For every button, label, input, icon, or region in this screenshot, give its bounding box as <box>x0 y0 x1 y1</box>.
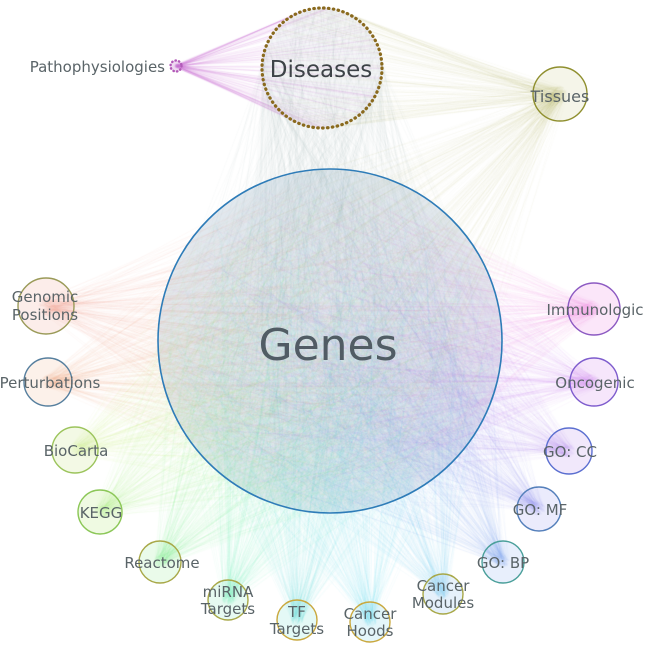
node-tissues <box>532 66 588 122</box>
node-label-pathophysiologies: Pathophysiologies <box>30 58 165 76</box>
node-go_cc <box>545 427 593 475</box>
node-go_bp <box>481 540 525 584</box>
node-genomic_positions <box>17 277 75 335</box>
node-cancer_modules <box>422 573 464 615</box>
node-perturbations <box>23 357 73 407</box>
node-label-go_cc: GO: CC <box>543 443 597 461</box>
node-go_mf <box>516 486 562 532</box>
node-reactome <box>138 540 182 584</box>
node-cancer_hoods <box>349 601 391 643</box>
node-kegg <box>77 489 123 535</box>
node-immunologic <box>567 282 621 336</box>
node-label-go_mf: GO: MF <box>513 501 568 519</box>
node-label-perturbations: Perturbations <box>0 374 101 392</box>
node-diseases <box>260 6 384 130</box>
node-label-diseases: Diseases <box>270 57 372 83</box>
node-oncogenic <box>569 357 619 407</box>
node-label-reactome: Reactome <box>124 554 199 572</box>
node-tf_targets <box>276 599 318 641</box>
node-mirna_targets <box>207 579 249 621</box>
node-label-biocarta: BioCarta <box>44 442 109 460</box>
node-label-kegg: KEGG <box>80 504 123 522</box>
node-label-oncogenic: Oncogenic <box>555 374 634 392</box>
node-label-genes: Genes <box>258 320 397 371</box>
node-label-tissues: Tissues <box>530 87 590 106</box>
node-pathophysiologies <box>169 59 183 73</box>
node-genes <box>157 168 503 514</box>
node-biocarta <box>51 426 99 474</box>
node-label-go_bp: GO: BP <box>477 554 529 572</box>
node-label-immunologic: Immunologic <box>546 301 643 319</box>
